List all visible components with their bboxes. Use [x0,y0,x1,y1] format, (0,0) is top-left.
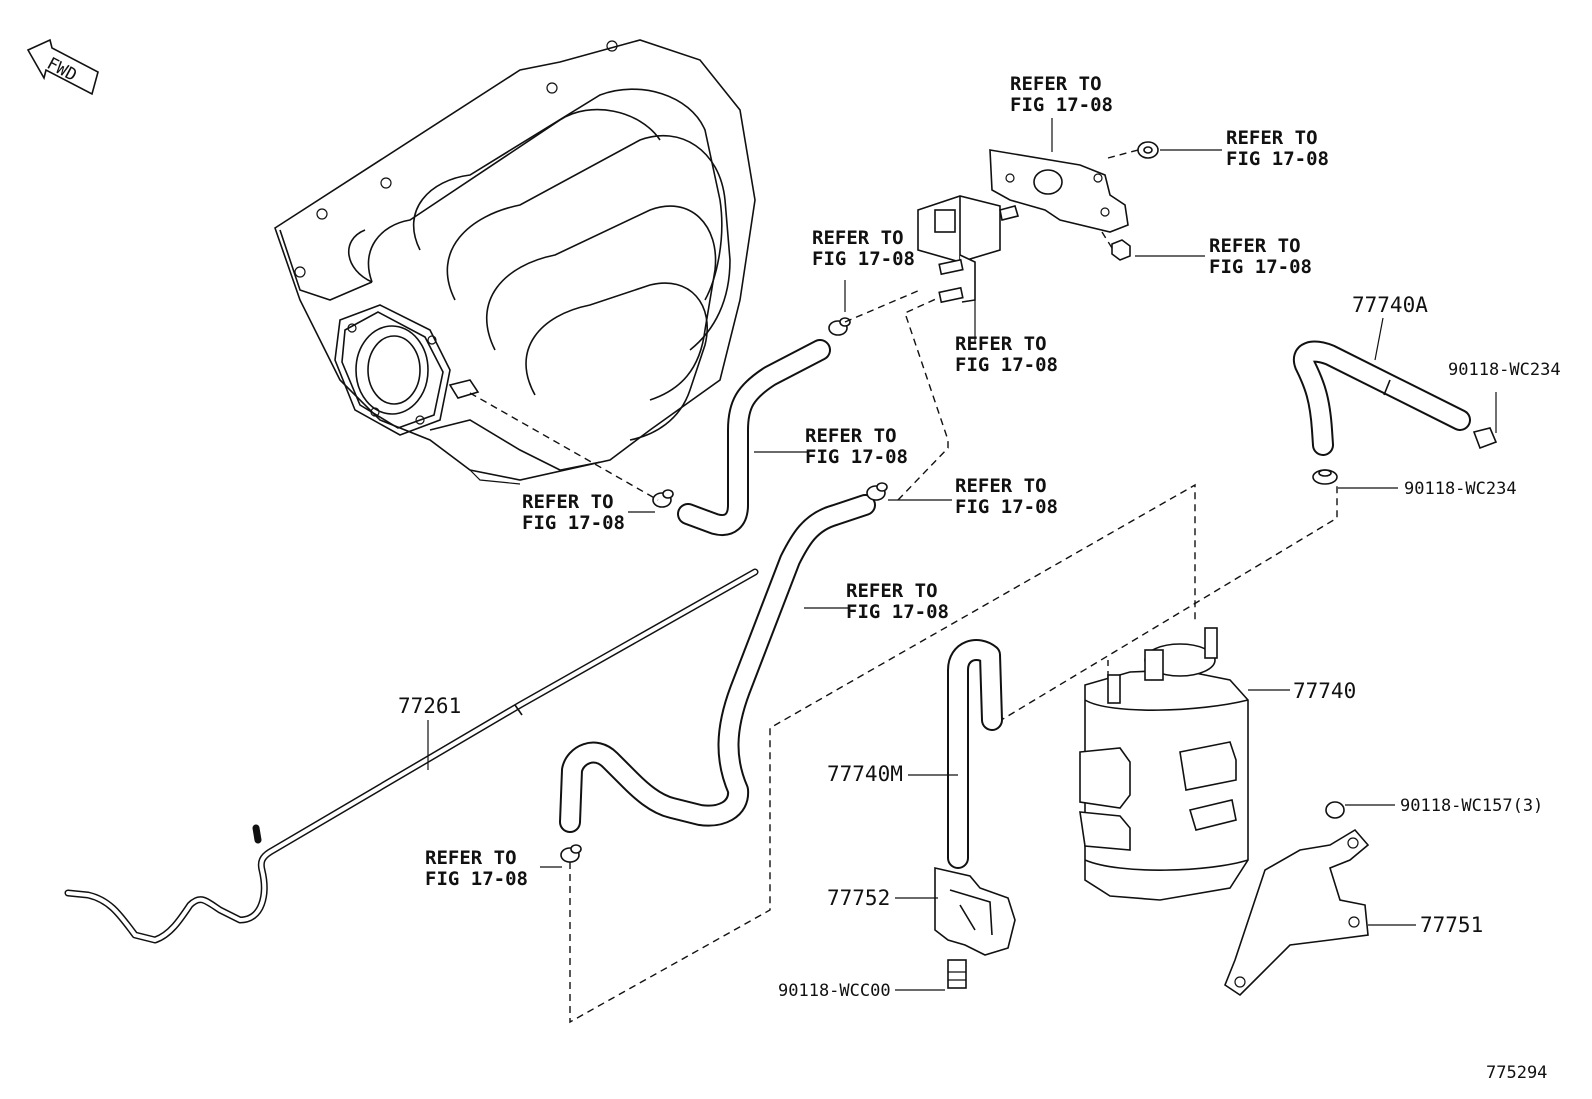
refer-line1: REFER TO [1226,127,1318,149]
hose-clamp-icon [828,317,851,336]
leader-lines [427,118,1497,991]
refer-label: REFER TO FIG 17-08 [805,425,908,468]
bracket-77751 [1224,801,1370,997]
refer-line1: REFER TO [955,475,1047,497]
illustration-number: 775294 [1486,1063,1547,1083]
refer-line2: FIG 17-08 [1209,256,1312,278]
refer-line2: FIG 17-08 [955,354,1058,376]
charcoal-canister-77740 [1079,627,1249,901]
refer-line2: FIG 17-08 [955,496,1058,518]
refer-line1: REFER TO [805,425,897,447]
refer-line1: REFER TO [955,333,1047,355]
part-label-90118-wc157: 90118-WC157(3) [1400,796,1543,816]
part-label-77740A: 77740A [1352,293,1428,317]
refer-label: REFER TO FIG 17-08 [1010,73,1113,116]
intake-manifold-illustration [274,39,756,485]
refer-label: REFER TO FIG 17-08 [955,475,1058,518]
refer-line1: REFER TO [1209,235,1301,257]
refer-label: REFER TO FIG 17-08 [846,580,949,623]
refer-line2: FIG 17-08 [522,512,625,534]
part-label-77740: 77740 [1293,679,1356,703]
refer-label: REFER TO FIG 17-08 [955,333,1058,376]
refer-line2: FIG 17-08 [1010,94,1113,116]
refer-label: REFER TO FIG 17-08 [522,491,625,534]
refer-line1: REFER TO [812,227,904,249]
part-label-90118-wc234-b: 90118-WC234 [1404,479,1517,499]
purge-vsv-illustration [917,195,1020,304]
purge-hose-long [559,494,876,833]
hose-clamp-icon [560,844,582,863]
refer-line2: FIG 17-08 [425,868,528,890]
refer-line2: FIG 17-08 [805,446,908,468]
hose-clamp-icon [652,489,674,508]
refer-line1: REFER TO [522,491,614,513]
hose-77740M [947,639,1003,869]
refer-line1: REFER TO [846,580,938,602]
refer-line1: REFER TO [1010,73,1102,95]
refer-label: REFER TO FIG 17-08 [1226,127,1329,170]
refer-label: REFER TO FIG 17-08 [1209,235,1312,278]
fwd-arrow-icon: FWD [26,38,99,96]
purge-hose-upper [677,339,831,536]
connection-dash-lines [469,289,1338,1024]
clip-wc234-icon [1312,469,1338,485]
part-label-77752: 77752 [827,886,890,910]
refer-line2: FIG 17-08 [812,248,915,270]
vsv-bracket-illustration [989,141,1159,261]
refer-line2: FIG 17-08 [1226,148,1329,170]
refer-line2: FIG 17-08 [846,601,949,623]
refer-label: REFER TO FIG 17-08 [425,847,528,890]
refer-label: REFER TO FIG 17-08 [812,227,915,270]
part-label-77740M: 77740M [827,762,903,786]
part-label-77751: 77751 [1420,913,1483,937]
bracket-77752 [934,866,1016,989]
part-label-90118-wc234-a: 90118-WC234 [1448,360,1561,380]
part-label-90118-wcc00: 90118-WCC00 [778,981,891,1001]
refer-line1: REFER TO [425,847,517,869]
hose-77740A [1292,340,1471,456]
part-label-77261: 77261 [398,694,461,718]
hose-clamp-icon [866,482,888,501]
clip-wc234-icon [1472,427,1498,450]
fuel-vapor-pipe-77261 [64,568,759,944]
